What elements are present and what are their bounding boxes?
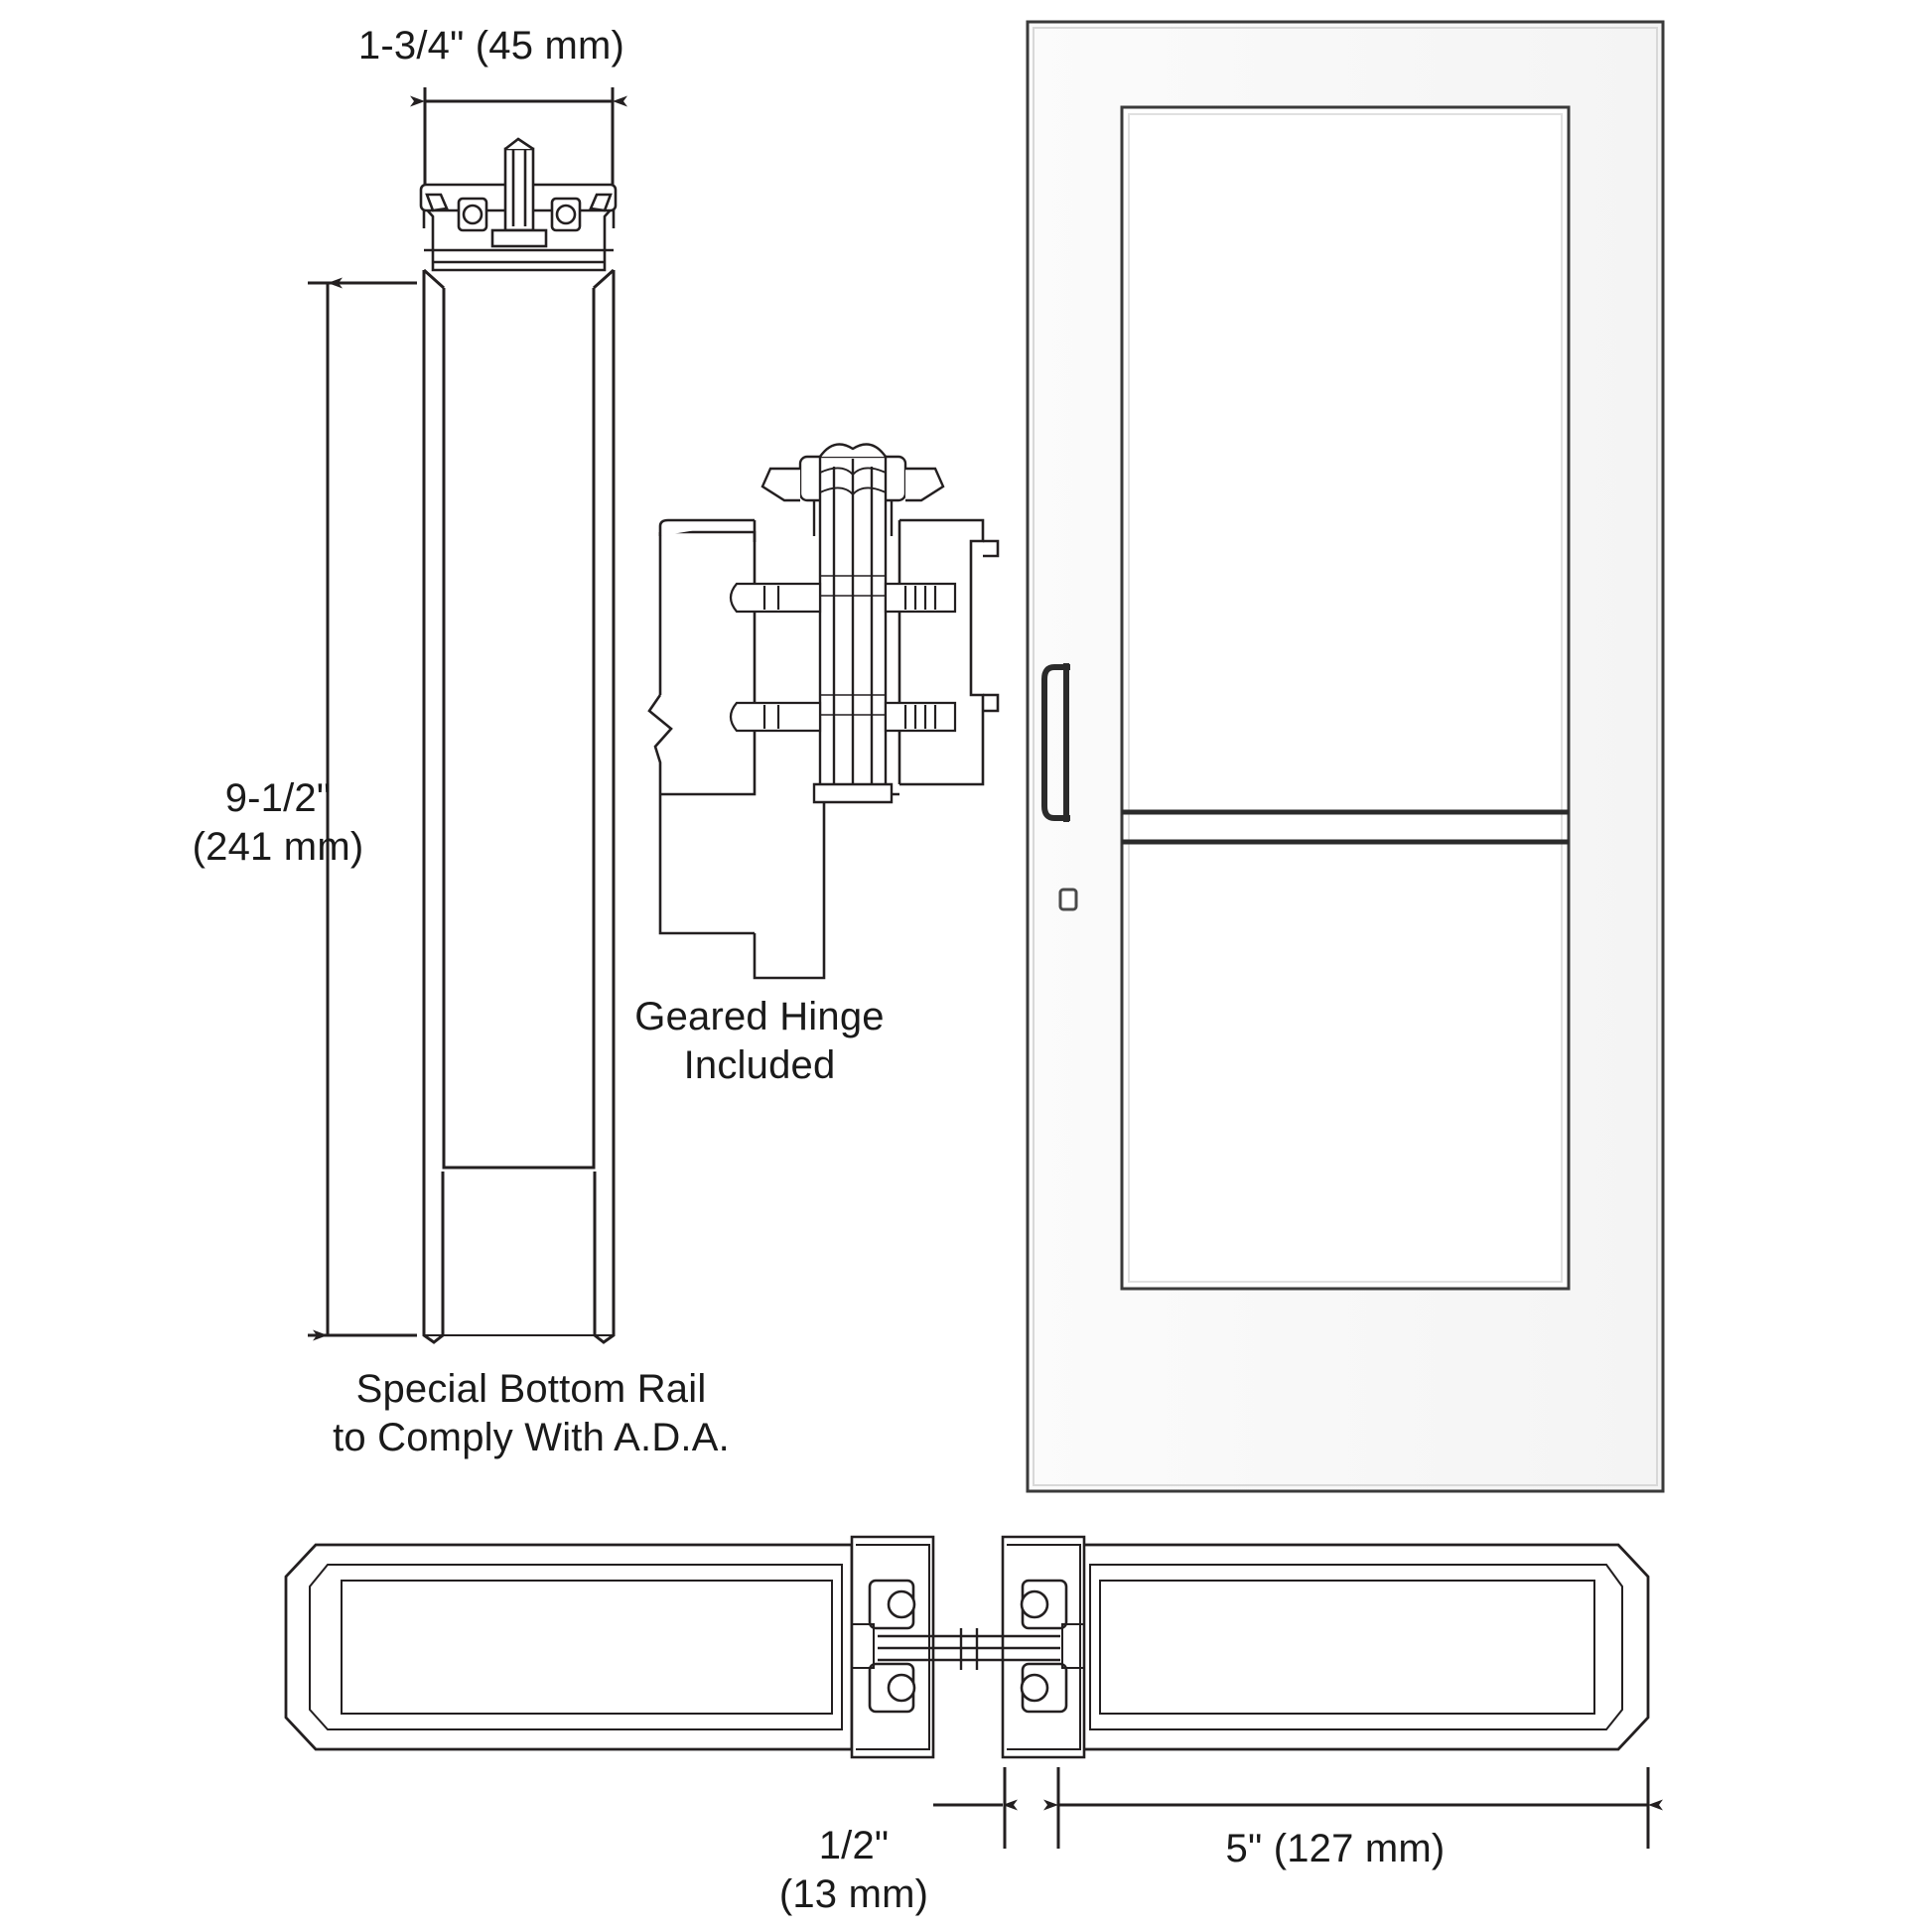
section-gear-mesh xyxy=(878,1628,1060,1670)
label-stile-width: 1-3/4" (45 mm) xyxy=(357,24,625,68)
dim-gap xyxy=(933,1767,1018,1849)
hinge-knuckle xyxy=(760,443,945,804)
label-section-width-dimension: 5" (127 mm) xyxy=(1225,1827,1446,1870)
stile-head-detail xyxy=(419,137,618,272)
dim-section-width xyxy=(1043,1767,1663,1849)
label-bottom-rail-height: 9-1/2" (241 mm) xyxy=(192,776,364,869)
dim-stile-width xyxy=(410,87,627,189)
door-elevation-view xyxy=(1026,20,1665,1493)
stile-body xyxy=(422,268,616,1344)
geared-hinge-view xyxy=(647,443,1000,980)
hinge-fasteners xyxy=(729,582,957,733)
label-special-bottom-rail-note: Special Bottom Rail to Comply With A.D.A… xyxy=(333,1367,730,1459)
stile-section-view xyxy=(308,87,627,1344)
label-gap-dimension: 1/2" (13 mm) xyxy=(778,1824,929,1916)
horizontal-section-view xyxy=(284,1535,1663,1849)
label-geared-hinge-note: Geared Hinge Included xyxy=(634,995,885,1087)
dim-bottom-rail-height xyxy=(308,277,417,1341)
